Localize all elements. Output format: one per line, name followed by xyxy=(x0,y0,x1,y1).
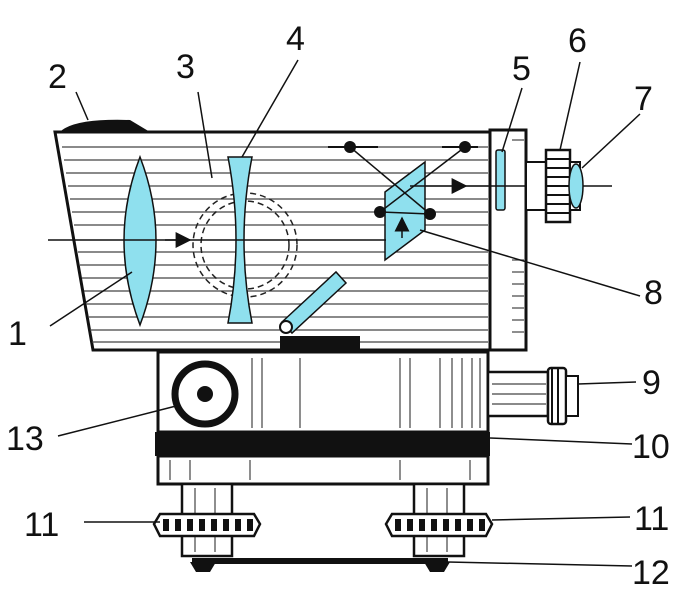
base-plate xyxy=(190,558,450,572)
label-5: 5 xyxy=(512,50,531,88)
label-11-right: 11 xyxy=(634,500,669,538)
label-6: 6 xyxy=(568,22,587,60)
leader-3 xyxy=(197,91,213,179)
leader-12 xyxy=(447,561,633,567)
reflection-point-1 xyxy=(344,141,356,153)
label-7: 7 xyxy=(634,80,653,118)
label-9: 9 xyxy=(642,364,661,402)
ray-diagonal-1 xyxy=(349,146,431,215)
base-shading xyxy=(251,358,481,428)
eyepiece-collar xyxy=(525,161,547,211)
foot-screw-left xyxy=(152,482,262,558)
label-13: 13 xyxy=(6,420,44,458)
tangent-screw-cap xyxy=(565,375,579,417)
compensator-mirror xyxy=(279,270,348,335)
label-11-left: 11 xyxy=(24,506,59,544)
leader-7 xyxy=(581,113,641,169)
circular-level-bubble xyxy=(197,386,213,402)
leader-6 xyxy=(559,61,581,151)
label-2: 2 xyxy=(48,58,67,96)
horizontal-circle-band xyxy=(155,432,490,456)
eyepiece-shading xyxy=(512,139,524,333)
reticle-plate xyxy=(495,149,506,211)
reflection-point-3 xyxy=(374,206,386,218)
leader-4 xyxy=(241,59,299,158)
eyepiece-assembly xyxy=(525,148,584,224)
leader-5 xyxy=(501,87,523,153)
ray-horizontal-low xyxy=(379,211,431,215)
callout-labels: 1 2 3 4 5 6 7 8 9 10 11 11 12 13 xyxy=(6,20,670,590)
leader-9 xyxy=(577,381,637,385)
focus-ring-inner xyxy=(200,200,290,290)
leader-13 xyxy=(57,404,181,437)
label-4: 4 xyxy=(286,20,305,58)
leader-10 xyxy=(489,437,633,445)
compensator-base xyxy=(280,336,360,350)
label-12: 12 xyxy=(632,554,670,590)
label-3: 3 xyxy=(176,48,195,86)
tribrach xyxy=(156,454,490,486)
instrument-base xyxy=(155,350,490,486)
foot-screw-right xyxy=(384,482,494,558)
tangent-screw xyxy=(486,366,579,426)
leader-2 xyxy=(75,91,89,121)
leader-8 xyxy=(419,229,641,297)
leader-lines xyxy=(49,59,641,567)
optics xyxy=(48,141,612,335)
objective-lens xyxy=(123,154,157,328)
ray-diagonal-2 xyxy=(379,146,466,213)
leader-11-right xyxy=(491,516,631,521)
eyepiece-knurling xyxy=(546,158,570,214)
label-10: 10 xyxy=(632,428,670,466)
eyepiece-lens xyxy=(568,163,584,209)
reflection-point-2 xyxy=(459,141,471,153)
label-8: 8 xyxy=(644,274,663,312)
reflection-point-4 xyxy=(424,208,436,220)
leader-1 xyxy=(49,271,133,327)
label-1: 1 xyxy=(8,315,27,353)
tribrach-shading xyxy=(169,460,471,480)
sight-bump xyxy=(58,119,150,134)
